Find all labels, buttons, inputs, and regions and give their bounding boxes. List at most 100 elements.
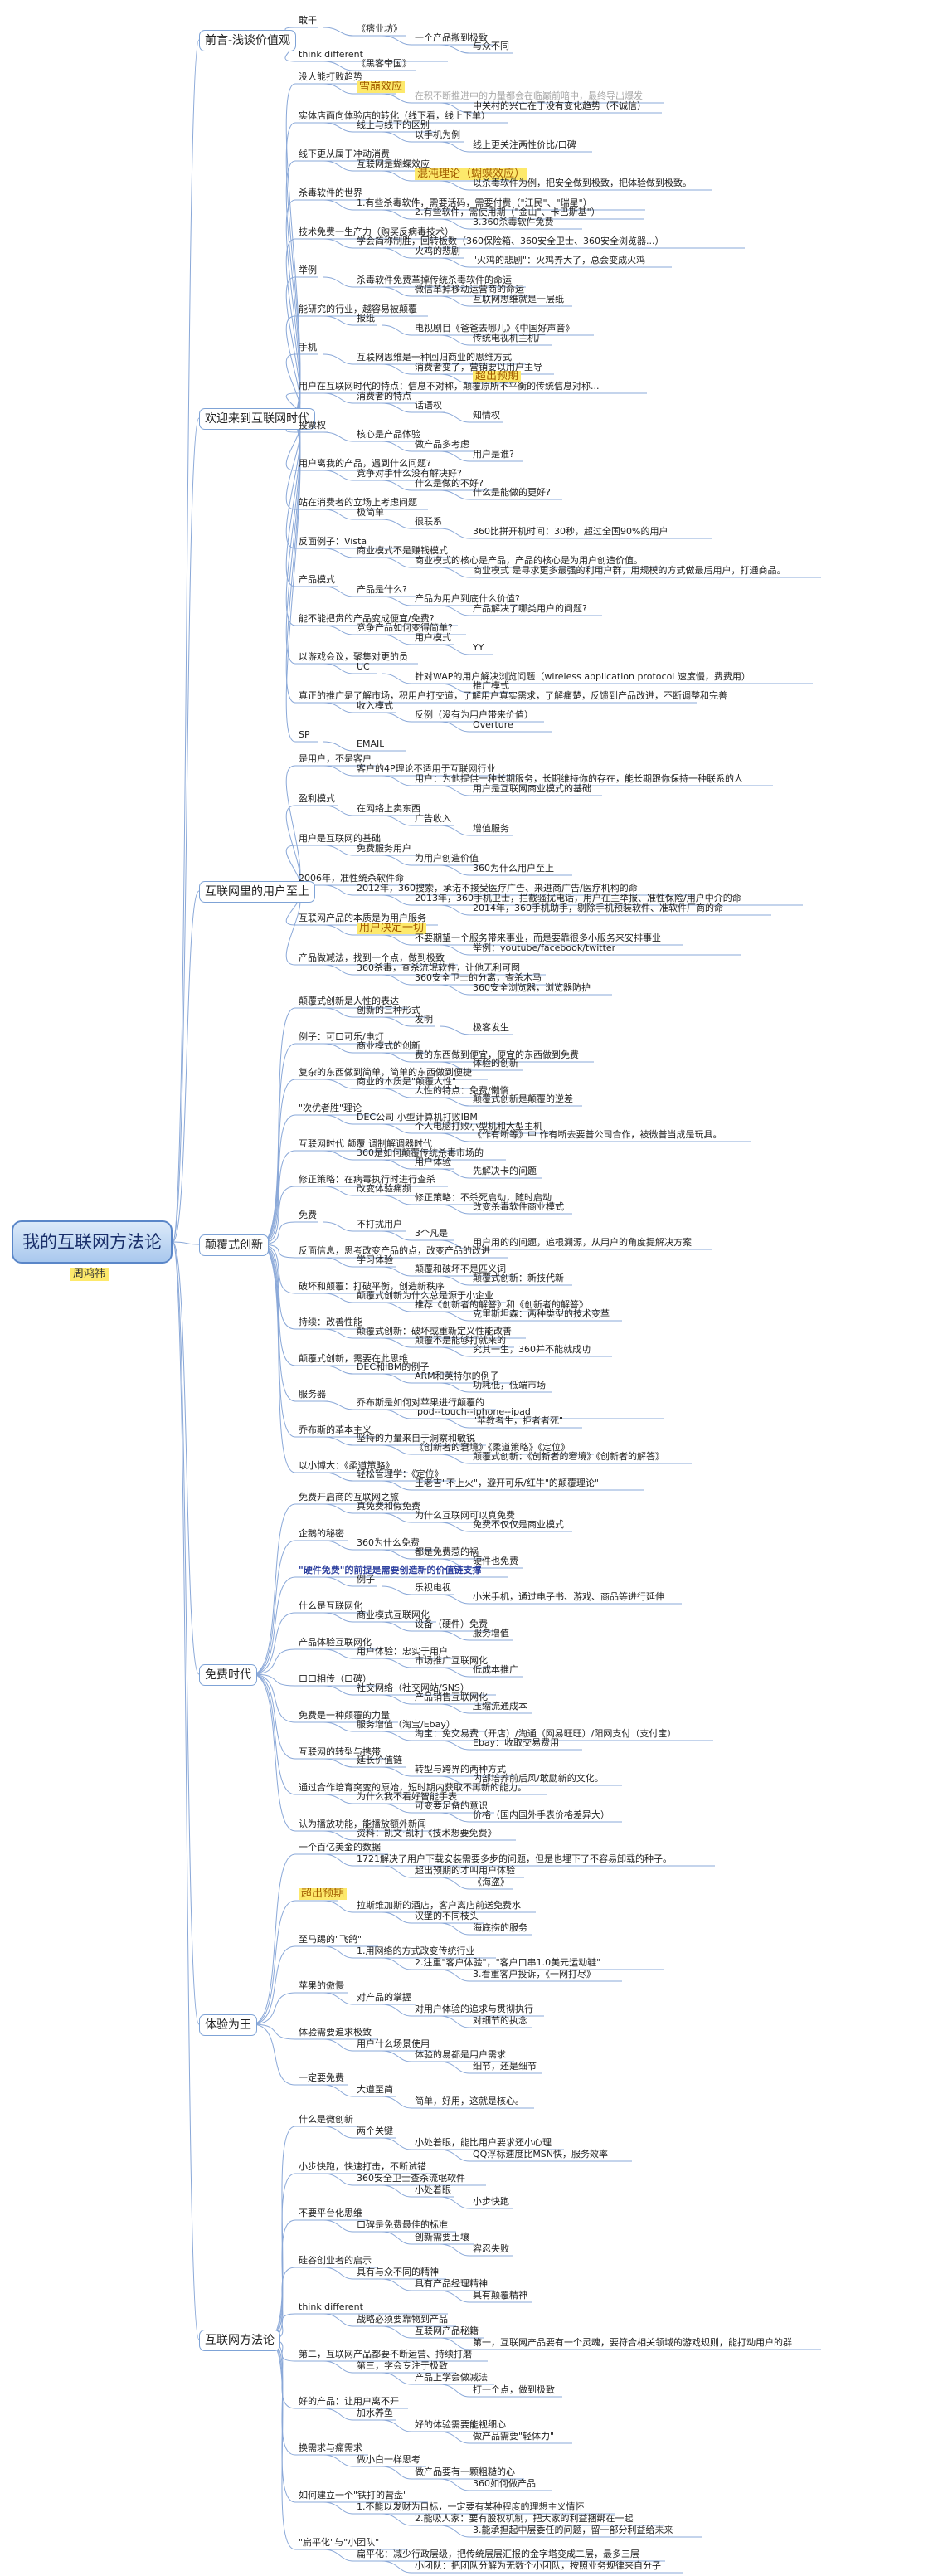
connector-line xyxy=(381,775,412,786)
node-4-32: 颠覆式创新：新技代新 xyxy=(473,1273,564,1283)
connector-line xyxy=(323,470,354,481)
node-6-20: 细节，还是细节 xyxy=(473,2061,537,2072)
connector-line xyxy=(323,2126,354,2139)
connector-line xyxy=(439,721,470,733)
node-2-19: 火鸡的悲剧 xyxy=(415,246,460,256)
branch-4[interactable]: 颠覆式创新 xyxy=(199,1234,269,1256)
node-3-12: 360为什么用户至上 xyxy=(473,863,554,874)
node-5-16: 服务增值 xyxy=(473,1628,509,1639)
connector-line xyxy=(323,315,354,326)
node-5-2: 真免费和假免费 xyxy=(357,1501,420,1512)
node-2-68: Overture xyxy=(473,719,513,730)
node-5-7: 都是免费惹的祸 xyxy=(415,1546,479,1557)
branch-5[interactable]: 免费时代 xyxy=(199,1664,257,1686)
connector-line xyxy=(323,805,354,816)
node-2-64: 推广模式 xyxy=(473,680,509,691)
branch-6[interactable]: 体验为王 xyxy=(199,2014,257,2036)
node-3-24: 360安全浏览器，浏览器防护 xyxy=(473,982,591,993)
connector-line xyxy=(381,1373,412,1384)
branch-7[interactable]: 互联网方法论 xyxy=(199,2330,280,2351)
connector-line xyxy=(323,1186,354,1196)
node-5-25: 免费是一种颠覆的力量 xyxy=(299,1710,390,1721)
connector-line xyxy=(323,1853,354,1867)
node-6-6: 拉斯维加斯的酒店，客户离店前送免费水 xyxy=(357,1900,521,1911)
node-6-2: 1721解决了用户下载安装需要多步的问题，但是也埋下了不容易卸载的种子。 xyxy=(357,1853,672,1864)
node-4-30: 学习体验 xyxy=(357,1254,393,1265)
node-7-9: 不要平台化思维 xyxy=(299,2208,362,2218)
node-7-1: 什么是微创新 xyxy=(299,2114,353,2125)
node-6-12: 3.看重客户投诉，《一网打尽》 xyxy=(473,1969,595,1979)
node-7-34: 1.不能以发财为目标，一定要有某种程度的理想主义情怀 xyxy=(357,2501,585,2512)
node-6-19: 体验的易都是用户需求 xyxy=(415,2049,506,2060)
connector-line xyxy=(439,1061,470,1071)
connector-line xyxy=(381,1803,412,1814)
node-2-66: 收入模式 xyxy=(357,700,393,711)
connector-line xyxy=(285,122,301,419)
connector-line xyxy=(439,1346,470,1357)
connector-line xyxy=(323,2084,354,2097)
connector-line xyxy=(439,1522,470,1532)
connector-line xyxy=(323,765,354,777)
node-2-5: 实体店面向体验店的转化（线下看，线上下单） xyxy=(299,110,490,121)
node-6-15: 对用户体验的追求与贯彻执行 xyxy=(415,2004,533,2014)
branch-3[interactable]: 互联网里的用户至上 xyxy=(199,881,315,903)
connector-line xyxy=(439,1418,470,1429)
connector-line xyxy=(172,39,200,1243)
connector-line xyxy=(259,1244,296,1473)
node-6-7: 汉堡的不同枝头 xyxy=(415,1911,479,1921)
node-4-16: 《作有断等》中 作有断去要普公司合作，被微普当成是玩具。 xyxy=(473,1129,722,1140)
connector-line xyxy=(439,2478,470,2491)
node-1-6: 《黑客帝国》 xyxy=(357,58,411,69)
node-2-45: 站在消费者的立场上考虑问题 xyxy=(299,497,417,508)
node-5-8: 硬件也免费 xyxy=(473,1556,518,1566)
node-4-39: 颠覆不是能够打就来的 xyxy=(415,1335,506,1346)
connector-line xyxy=(439,1454,470,1464)
branch-1[interactable]: 前言-浅谈价值观 xyxy=(199,30,297,51)
node-5-14: 商业模式互联网化 xyxy=(357,1609,430,1620)
node-2-21: 举例 xyxy=(299,265,317,275)
root-topic[interactable]: 我的互联网方法论 xyxy=(12,1220,173,1264)
node-2-14: 1.有些杀毒软件，需要活码，需要付费（"江民"、"瑞星"） xyxy=(357,197,592,208)
node-4-13: "次优者胜"理论 xyxy=(299,1103,362,1113)
node-1-4: 与众不同 xyxy=(473,41,509,51)
connector-line xyxy=(439,1630,470,1641)
connector-line xyxy=(381,324,412,336)
node-3-4: 用户是互联网商业模式的基础 xyxy=(473,783,591,794)
node-6-18: 用户什么场景使用 xyxy=(357,2038,430,2049)
connector-line xyxy=(259,1079,296,1245)
node-7-30: 做小白一样思考 xyxy=(357,2454,420,2465)
connector-line xyxy=(381,480,412,491)
node-2-46: 极简单 xyxy=(357,507,384,518)
node-4-21: 修正策略：在病毒执行时进行查杀 xyxy=(299,1174,435,1185)
node-2-27: 电视剧目《爸爸去哪儿》《中国好声音》 xyxy=(415,323,575,334)
connector-line xyxy=(323,1648,354,1659)
node-4-11: 人性的特点：免费/懒惰 xyxy=(415,1085,509,1096)
node-3-21: 产品做减法，找到一个点，做到极致 xyxy=(299,952,445,963)
node-5-6: 360为什么免费 xyxy=(357,1537,420,1548)
node-4-43: ARM和英特尔的例子 xyxy=(415,1371,499,1381)
node-4-9: 复杂的东西做到简单，简单的东西做到便捷 xyxy=(299,1067,472,1078)
connector-line xyxy=(259,1150,296,1245)
node-4-4: 极客发生 xyxy=(473,1022,509,1033)
node-5-34: 为什么我不看好智能手表 xyxy=(357,1791,457,1802)
node-6-22: 大道至简 xyxy=(357,2084,393,2095)
node-7-39: 小团队：把团队分解为无数个小团队，按照业务规律来自分子 xyxy=(415,2560,661,2571)
node-5-30: 延长价值链 xyxy=(357,1755,402,1765)
connector-line xyxy=(323,1758,354,1768)
connector-line xyxy=(251,1853,296,2025)
connector-line xyxy=(381,1159,412,1170)
branch-2[interactable]: 欢迎来到互联网时代 xyxy=(199,408,315,430)
connector-line xyxy=(439,984,470,996)
node-6-17: 体验需要追求极致 xyxy=(299,2027,372,2038)
node-5-26: 服务增值（淘宝/Ebay） xyxy=(357,1719,455,1730)
node-6-23: 简单，好用，这就是核心。 xyxy=(415,2096,524,2106)
connector-line xyxy=(439,334,470,346)
connector-line xyxy=(251,1945,296,2025)
connector-line xyxy=(381,1123,412,1134)
connector-line xyxy=(323,2360,354,2374)
node-7-11: 创新需要土壤 xyxy=(415,2232,469,2242)
connector-line xyxy=(323,1150,354,1161)
node-7-2: 两个关键 xyxy=(357,2126,393,2136)
node-4-44: 功耗低，低端市场 xyxy=(473,1380,546,1390)
node-2-50: 商业模式不是赚钱模式 xyxy=(357,545,448,556)
